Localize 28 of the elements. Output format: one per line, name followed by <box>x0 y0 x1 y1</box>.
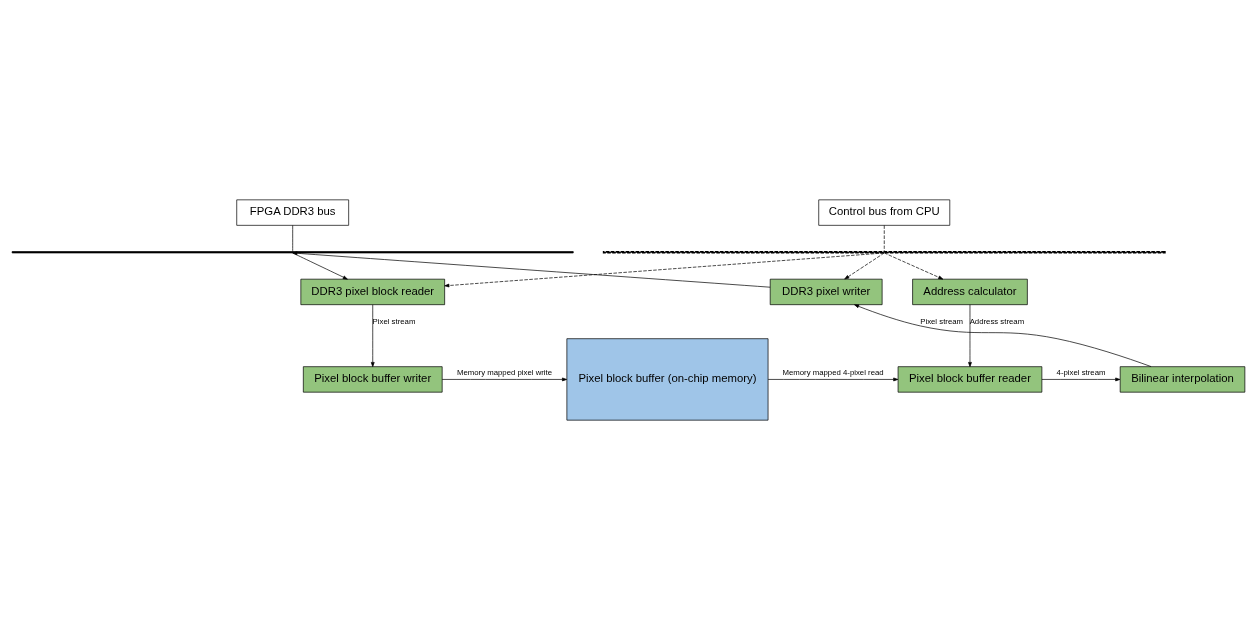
edge-label: Address stream <box>969 316 1025 326</box>
arrow <box>444 252 885 288</box>
arrow <box>767 377 899 382</box>
arrow <box>854 304 1152 367</box>
node-box: Address calculator <box>912 278 1028 306</box>
edge-label: Memory mapped pixel write <box>456 368 553 378</box>
connector <box>883 225 885 252</box>
arrow <box>292 252 348 280</box>
node-bar <box>602 251 1166 254</box>
arrow <box>883 252 944 280</box>
arrow <box>968 304 972 367</box>
arrow <box>370 304 375 367</box>
node-box: Pixel block buffer (on-chip memory) <box>566 338 769 421</box>
node-box: DDR3 pixel block reader <box>300 278 445 306</box>
edge-label: Pixel stream <box>920 316 964 326</box>
node-box: FPGA DDR3 bus <box>236 199 349 226</box>
node-box: Pixel block buffer reader <box>897 366 1043 393</box>
arrow <box>1041 377 1121 382</box>
edge-label: Pixel stream <box>372 316 416 326</box>
arrow <box>441 377 567 382</box>
edge-label: Memory mapped 4-pixel read <box>782 368 884 378</box>
node-box: Bilinear interpolation <box>1119 366 1246 393</box>
arrow <box>844 252 885 280</box>
edge-label: 4-pixel stream <box>1056 368 1106 378</box>
arrow <box>292 251 771 288</box>
node-box: Pixel block buffer writer <box>302 366 443 393</box>
node-box: Control bus from CPU <box>818 199 951 226</box>
connector <box>292 225 294 252</box>
